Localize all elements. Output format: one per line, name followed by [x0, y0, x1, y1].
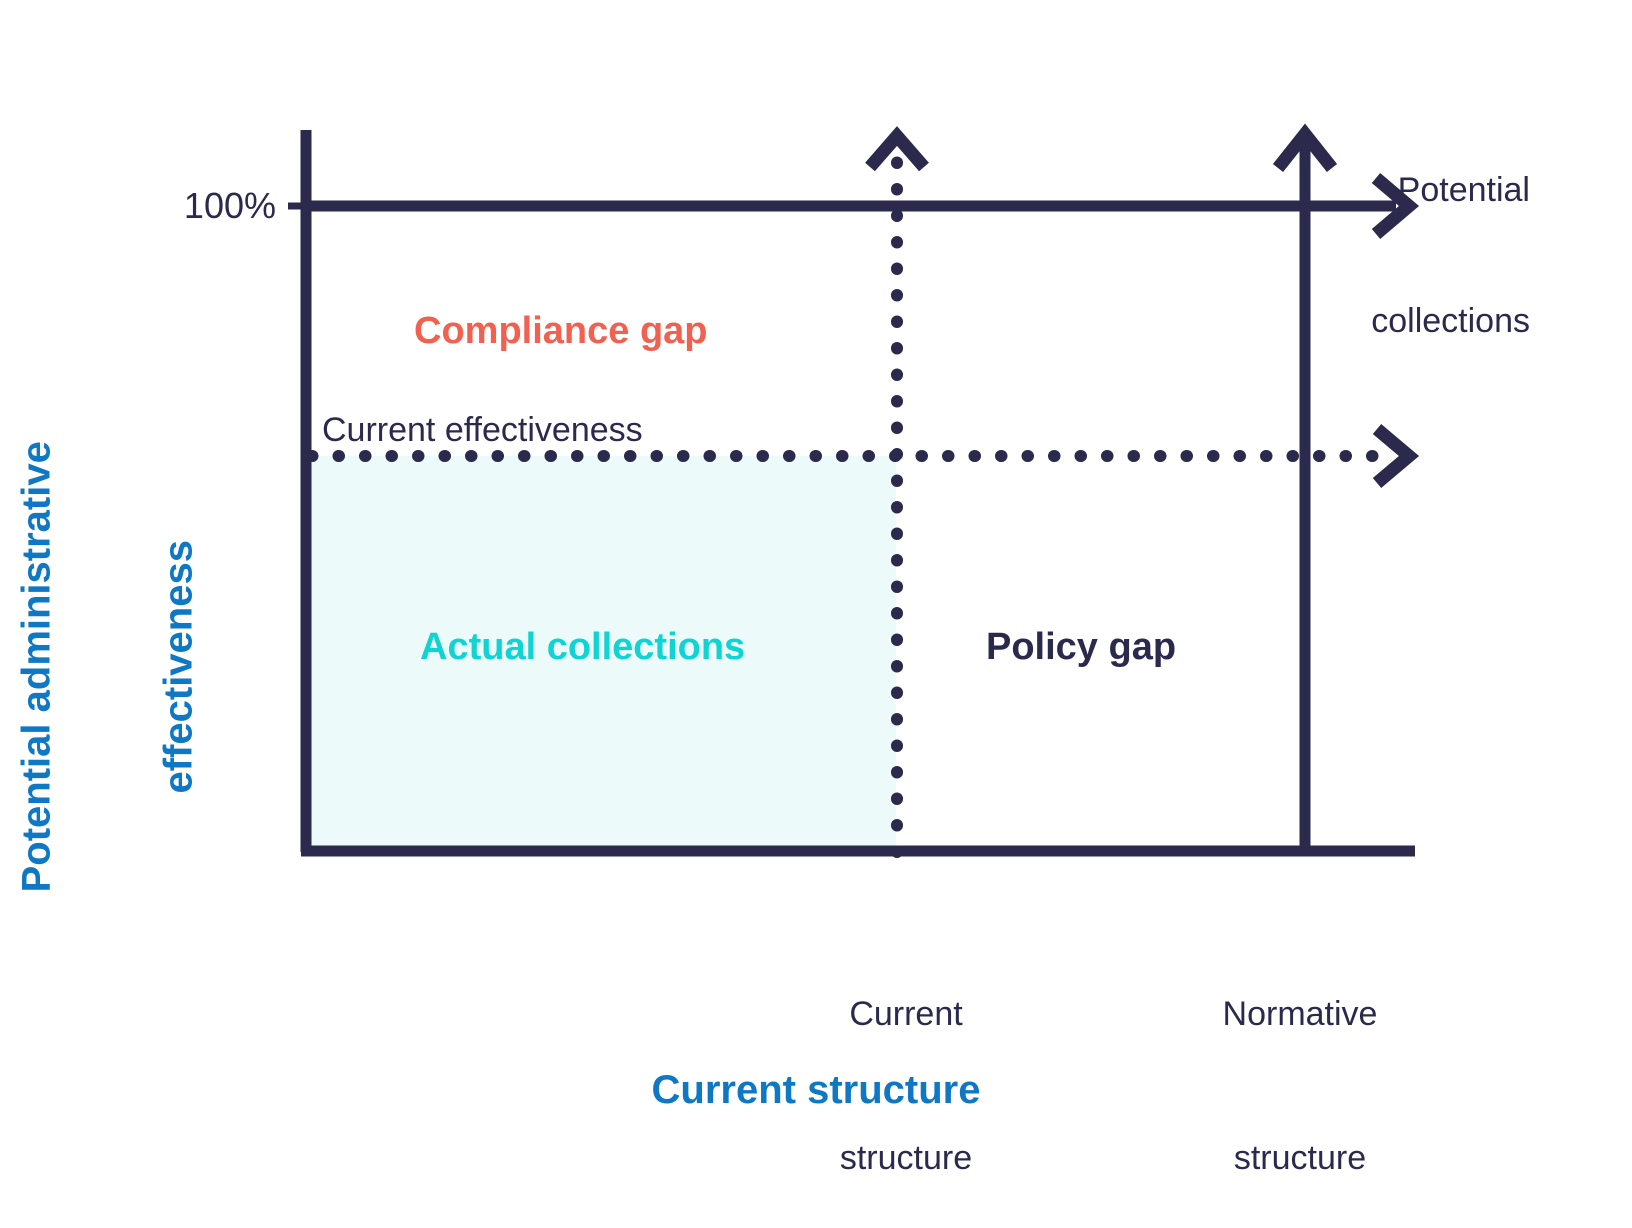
current-structure-tick-line1: Current — [849, 994, 963, 1033]
label-potential-collections: Potential collections — [1038, 82, 1530, 430]
label-actual-collections: Actual collections — [420, 626, 746, 668]
hundred-percent-line-arrowhead-icon — [1371, 173, 1420, 239]
current-effectiveness-arrowhead-icon — [1372, 424, 1420, 488]
y-axis-title-line1: Potential administrative — [14, 441, 59, 893]
x-axis-tick-label-normative-structure: Normative structure — [1136, 893, 1464, 1228]
label-policy-gap: Policy gap — [986, 626, 1177, 668]
potential-collections-line2: collections — [1371, 301, 1530, 340]
label-compliance-gap: Compliance gap — [414, 310, 708, 352]
x-axis-title: Current structure — [651, 1068, 981, 1112]
actual-collections-region — [311, 456, 896, 850]
current-structure-arrowhead-icon — [865, 126, 929, 172]
x-axis-tick-label-current-structure: Current structure — [742, 893, 1070, 1228]
y-axis-tick-label-100: 100% — [183, 185, 276, 226]
label-current-effectiveness: Current effectiveness — [322, 411, 643, 449]
normative-structure-tick-line2: structure — [1233, 1139, 1367, 1178]
current-structure-tick-line2: structure — [839, 1139, 973, 1178]
y-axis-title: Potential administrative effectiveness — [0, 337, 297, 997]
potential-collections-line1: Potential — [1397, 171, 1530, 210]
normative-structure-arrowhead-icon — [1272, 123, 1338, 173]
y-axis-title-line2: effectiveness — [156, 540, 201, 794]
normative-structure-tick-line1: Normative — [1222, 994, 1378, 1033]
